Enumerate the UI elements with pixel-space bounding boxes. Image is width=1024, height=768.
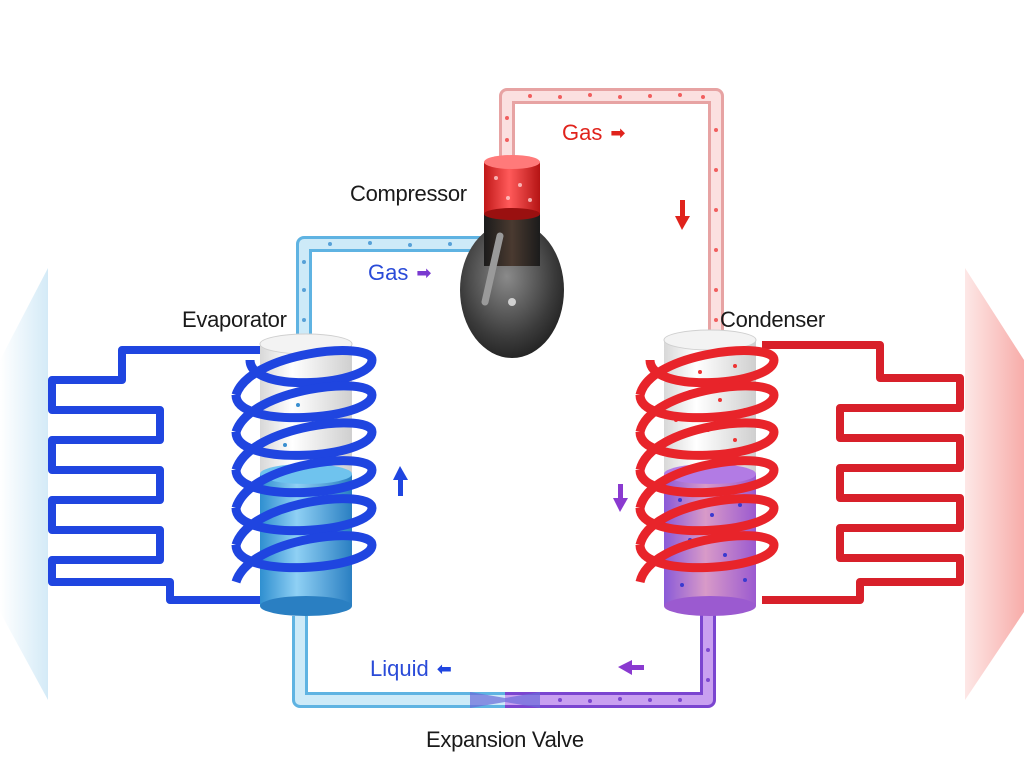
liquid-pipe — [292, 614, 716, 708]
arrow-right-icon: ➡ — [610, 122, 626, 143]
expansion-valve-label: Expansion Valve — [426, 727, 584, 752]
hot-gas-pipe — [499, 88, 724, 340]
gas-flow-top-text: Gas — [562, 120, 603, 145]
hot-gas-bubbles — [505, 93, 718, 322]
gas-flow-left: Gas ➡ — [368, 260, 431, 286]
gas-flow-top: Gas ➡ — [562, 120, 625, 146]
compressor-unit — [460, 155, 564, 358]
liquid-flow: Liquid ⬅ — [370, 656, 452, 682]
arrow-down-icon — [675, 200, 690, 230]
arrow-left-icon — [618, 660, 644, 675]
liquid-flow-text: Liquid — [370, 656, 429, 681]
condenser-helix — [635, 346, 779, 584]
arrow-up-icon — [393, 466, 408, 496]
hot-air-arrow — [965, 268, 1024, 700]
expansion-valve-shape — [470, 692, 540, 708]
evaporator-helix — [231, 346, 377, 584]
condenser-label: Condenser — [720, 307, 825, 332]
liquid-bubbles — [558, 648, 710, 703]
gas-flow-left-text: Gas — [368, 260, 409, 285]
arrow-right-icon: ➡ — [416, 262, 432, 283]
cold-air-arrow — [0, 268, 48, 700]
cold-gas-pipe — [296, 236, 488, 340]
evaporator-outer-coil — [48, 346, 262, 604]
cold-gas-bubbles — [302, 241, 452, 322]
arrow-down-icon — [613, 484, 628, 512]
condenser-outer-coil — [762, 341, 964, 604]
evaporator-label: Evaporator — [182, 307, 287, 332]
compressor-label: Compressor — [350, 181, 467, 206]
arrow-left-icon: ⬅ — [436, 658, 452, 679]
